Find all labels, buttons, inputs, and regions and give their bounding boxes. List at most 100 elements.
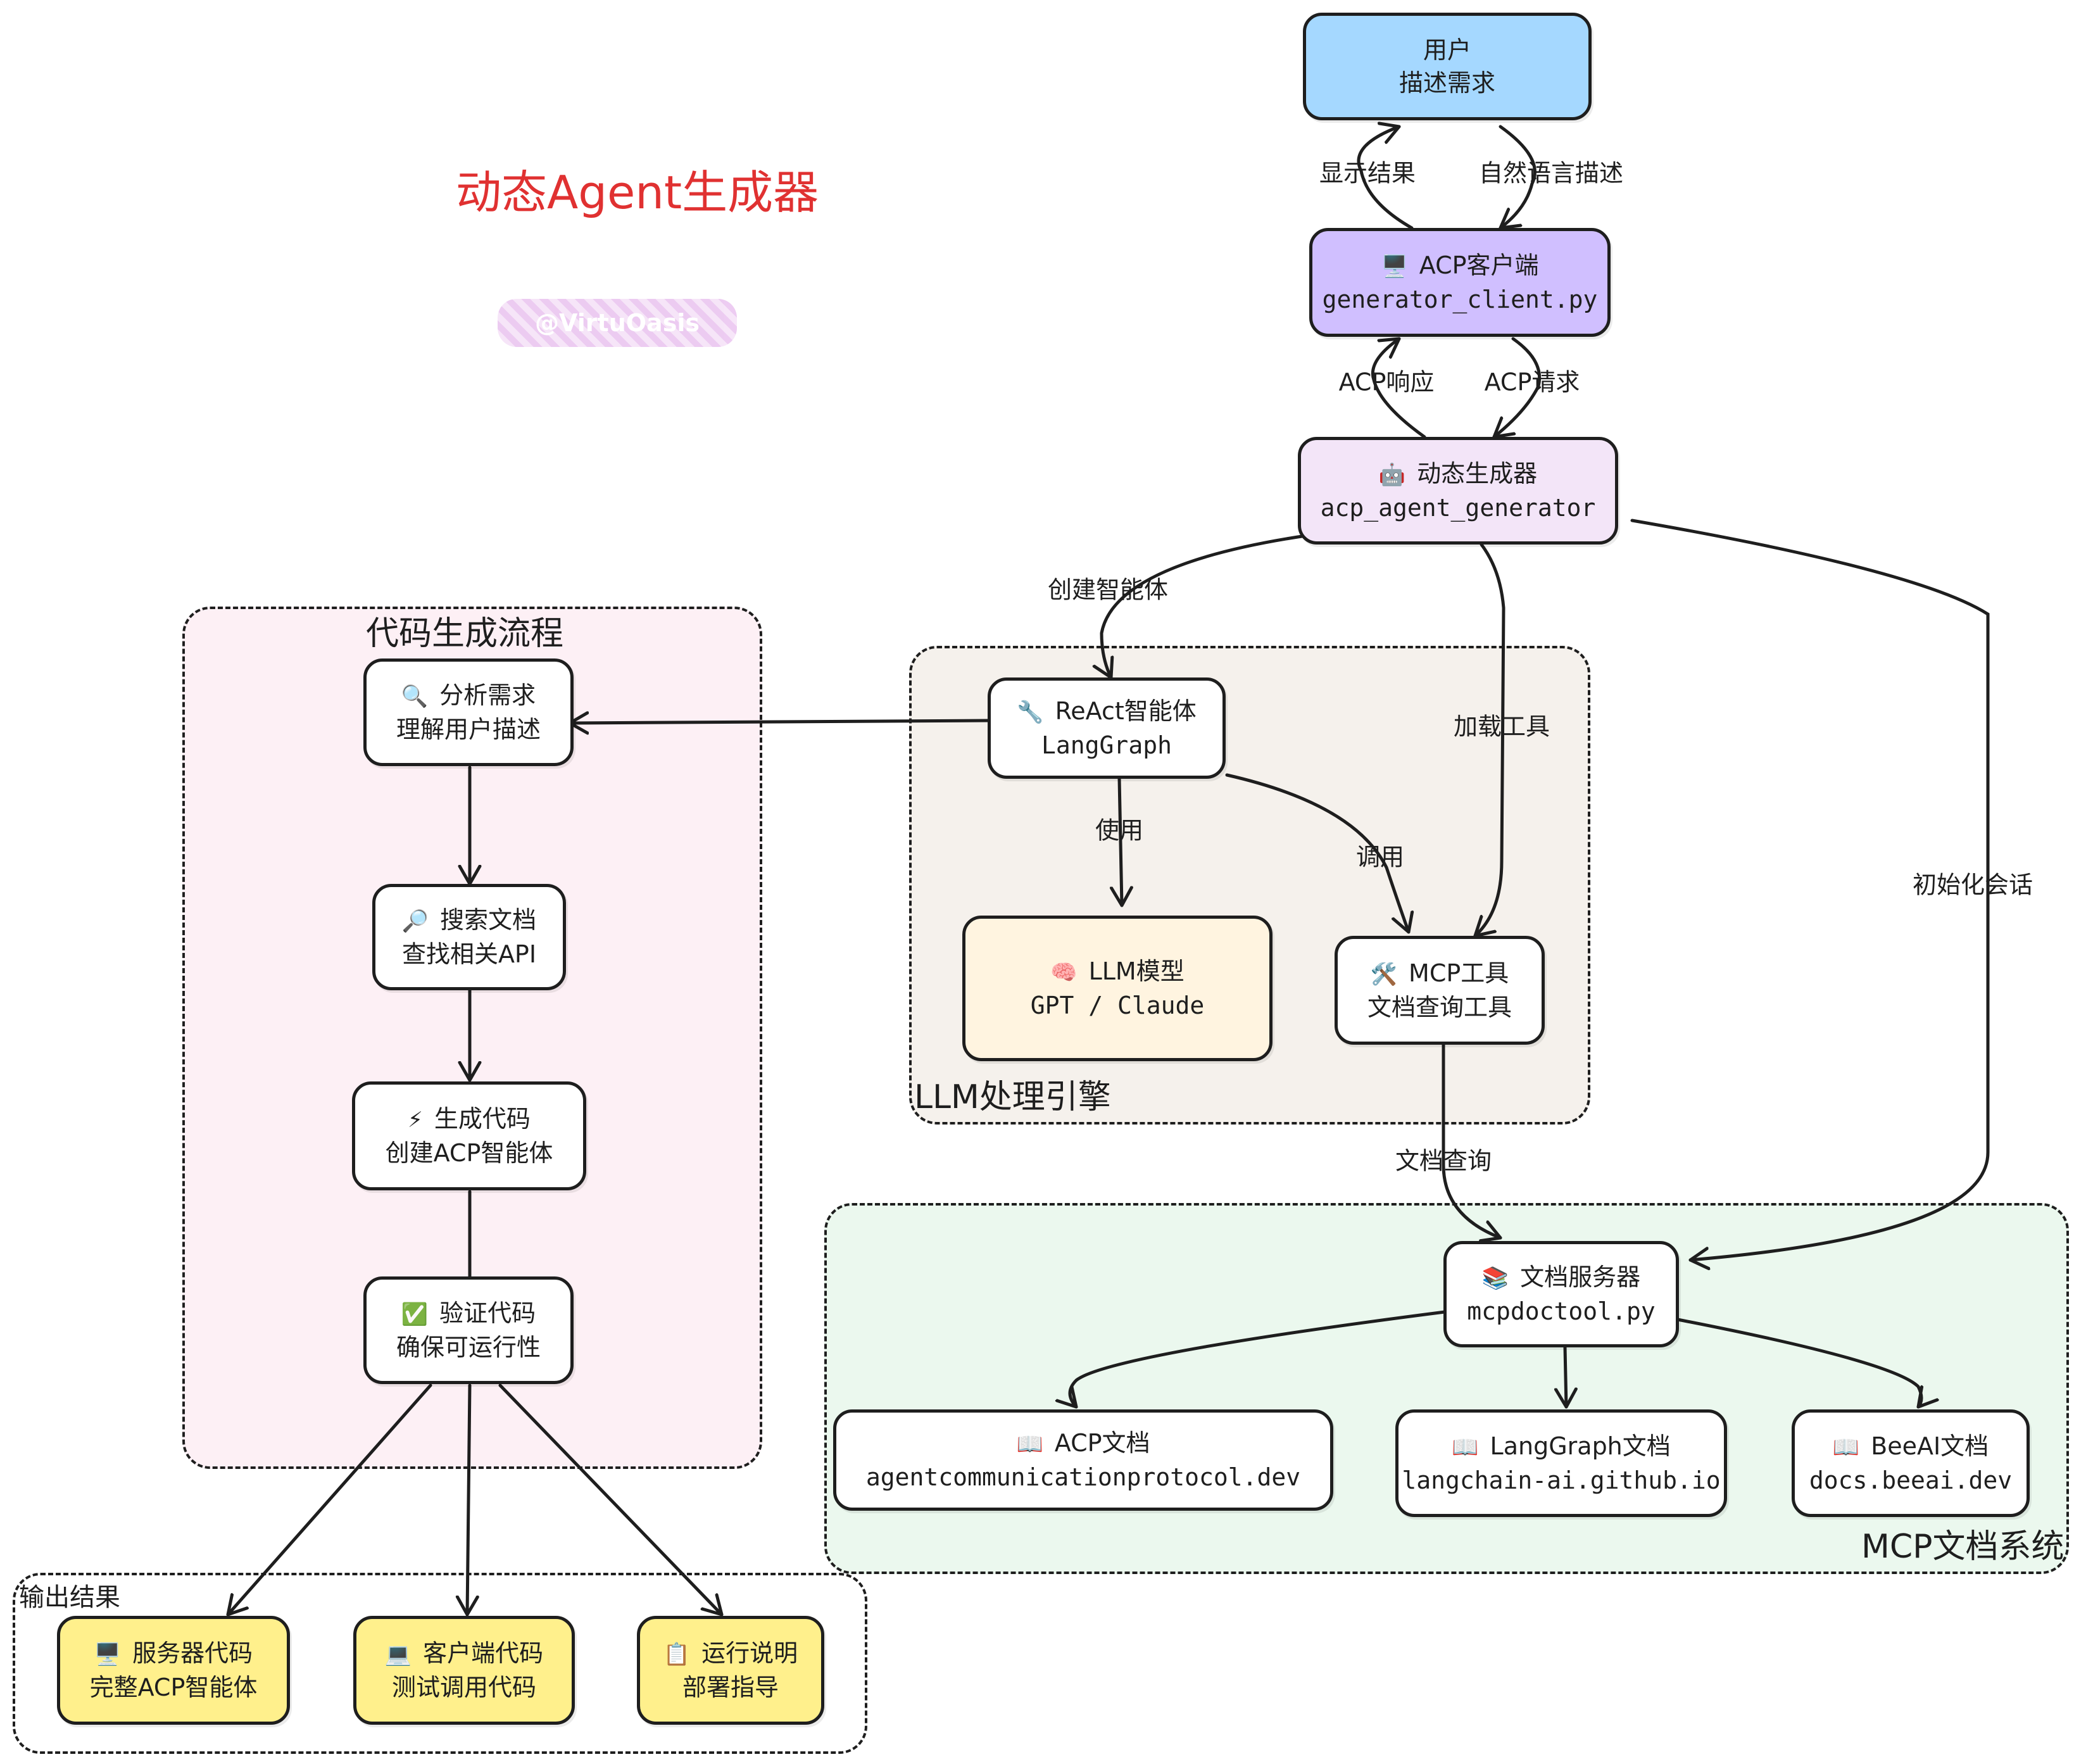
node-search-docs-line1: 搜索文档 [440,906,537,934]
tools-icon: 🛠️ [1370,962,1398,987]
node-user[interactable]: 用户 描述需求 [1303,13,1592,120]
node-server-code-line2: 完整ACP智能体 [89,1673,258,1701]
edge-acp-req [1492,337,1542,439]
node-client-code-line1: 客户端代码 [423,1639,544,1667]
edge-use [1119,777,1122,907]
node-acp-client-line2: generator_client.py [1322,286,1598,313]
node-llm-model-line1: LLM模型 [1088,957,1185,985]
edge-verify-readme [498,1383,724,1616]
edge-label-acp-req: ACP请求 [1484,368,1580,396]
group-label-codegen: 代码生成流程 [366,615,564,653]
wrench-icon: 🔧 [1017,700,1044,725]
edge-load-tools [1473,543,1505,938]
edge-label-doc-query: 文档查询 [1395,1147,1492,1175]
node-verify-code-line1: 验证代码 [439,1299,536,1327]
group-output [13,1573,867,1754]
edge-invoke [1225,773,1409,934]
node-acp-doc-line2: agentcommunicationprotocol.dev [865,1463,1301,1491]
node-verify-code-line2: 确保可运行性 [396,1333,541,1361]
edge-acp-resp [1371,337,1426,439]
node-generate-code-line1: 生成代码 [434,1105,531,1133]
node-mcp-tool-line1: MCP工具 [1409,959,1509,987]
node-generator-line1: 动态生成器 [1417,460,1538,488]
node-beeai-doc[interactable]: 📖 BeeAI文档 docs.beeai.dev [1792,1409,2030,1517]
edge-docserver-lgdoc [1565,1345,1566,1409]
node-langgraph-doc[interactable]: 📖LangGraph文档 langchain-ai.github.io [1395,1409,1727,1517]
edge-verify-server [226,1383,432,1616]
node-doc-server-line2: mcpdoctool.py [1467,1297,1656,1325]
node-analyze[interactable]: 🔍 分析需求 理解用户描述 [363,658,574,766]
node-doc-server-line1: 文档服务器 [1520,1263,1641,1291]
node-user-line2: 描述需求 [1398,69,1495,97]
node-verify-code[interactable]: ✅ 验证代码 确保可运行性 [363,1276,574,1384]
node-generator[interactable]: 🤖 动态生成器 acp_agent_generator [1298,437,1618,545]
node-generate-code-line2: 创建ACP智能体 [385,1139,553,1167]
watermark: @VirtuOasis [498,299,737,347]
node-client-code[interactable]: 💻 客户端代码 测试调用代码 [353,1616,575,1725]
laptop-icon: 💻 [384,1642,412,1667]
group-label-mcp: MCP文档系统 [1861,1528,2065,1566]
edge-label-nl-desc: 自然语言描述 [1478,159,1624,187]
node-user-line1: 用户 [1423,36,1471,64]
clipboard-icon: 📋 [663,1642,691,1667]
node-acp-doc[interactable]: 📖 ACP文档 agentcommunicationprotocol.dev [833,1409,1333,1511]
edge-label-invoke: 调用 [1355,843,1405,871]
edge-label-load-tools: 加载工具 [1453,712,1550,741]
edge-label-acp-resp: ACP响应 [1338,368,1435,396]
node-beeai-doc-line2: docs.beeai.dev [1809,1466,2013,1494]
magnifier-right-icon: 🔎 [401,909,429,934]
diagram-title: 动态Agent生成器 [456,166,819,219]
node-llm-model-line2: GPT / Claude [1030,992,1205,1019]
magnifier-icon: 🔍 [401,684,429,709]
node-run-instructions-line1: 运行说明 [701,1639,798,1667]
edge-docserver-acpdoc [1070,1310,1447,1409]
group-label-llm: LLM处理引擎 [914,1078,1111,1116]
brain-icon: 🧠 [1050,960,1078,985]
node-generate-code[interactable]: ⚡ 生成代码 创建ACP智能体 [352,1081,586,1190]
desktop-icon: 🖥️ [94,1642,122,1667]
node-acp-client[interactable]: 🖥️ ACP客户端 generator_client.py [1309,228,1611,337]
node-client-code-line2: 测试调用代码 [391,1673,536,1701]
edge-docserver-beedoc [1676,1318,1921,1409]
node-analyze-line2: 理解用户描述 [396,715,541,743]
edge-nl-desc [1499,125,1537,230]
robot-icon: 🤖 [1378,462,1406,488]
desktop-icon: 🖥️ [1381,254,1408,279]
node-acp-doc-line1: ACP文档 [1054,1429,1150,1457]
node-llm-model[interactable]: 🧠 LLM模型 GPT / Claude [962,916,1273,1061]
node-server-code[interactable]: 🖥️ 服务器代码 完整ACP智能体 [57,1616,290,1725]
check-icon: ✅ [401,1302,429,1327]
node-doc-server[interactable]: 📚 文档服务器 mcpdoctool.py [1443,1241,1679,1347]
node-mcp-tool[interactable]: 🛠️ MCP工具 文档查询工具 [1335,936,1545,1045]
node-analyze-line1: 分析需求 [439,681,536,709]
edge-label-show-result: 显示结果 [1319,159,1416,187]
node-search-docs-line2: 查找相关API [401,940,537,968]
books-icon: 📚 [1481,1266,1509,1291]
node-beeai-doc-line1: BeeAI文档 [1871,1432,1989,1460]
edge-show-result [1357,127,1414,230]
node-react-agent[interactable]: 🔧ReAct智能体 LangGraph [988,677,1226,779]
node-run-instructions[interactable]: 📋 运行说明 部署指导 [637,1616,824,1725]
edge-verify-clientcode [467,1383,470,1616]
node-mcp-tool-line2: 文档查询工具 [1367,993,1512,1021]
node-run-instructions-line2: 部署指导 [682,1673,779,1701]
edge-create-agent [1102,533,1312,679]
edge-label-create-agent: 创建智能体 [1047,576,1169,604]
node-generator-line2: acp_agent_generator [1320,494,1596,522]
lightning-icon: ⚡ [408,1107,423,1133]
node-search-docs[interactable]: 🔎 搜索文档 查找相关API [372,884,566,990]
node-acp-client-line1: ACP客户端 [1419,251,1539,279]
open-book-icon: 📖 [1832,1435,1860,1460]
edge-label-init-session: 初始化会话 [1912,871,2033,899]
edge-react-analyze [568,721,991,723]
node-langgraph-doc-line2: langchain-ai.github.io [1402,1466,1721,1494]
group-label-output: 输出结果 [19,1583,120,1612]
node-server-code-line1: 服务器代码 [132,1639,253,1667]
edge-doc-query [1442,1043,1502,1238]
edge-label-use: 使用 [1095,816,1144,845]
edge-init-session [1630,519,1990,1260]
node-react-agent-line2: LangGraph [1041,731,1172,759]
open-book-icon: 📖 [1452,1435,1479,1460]
open-book-icon: 📖 [1016,1432,1043,1457]
